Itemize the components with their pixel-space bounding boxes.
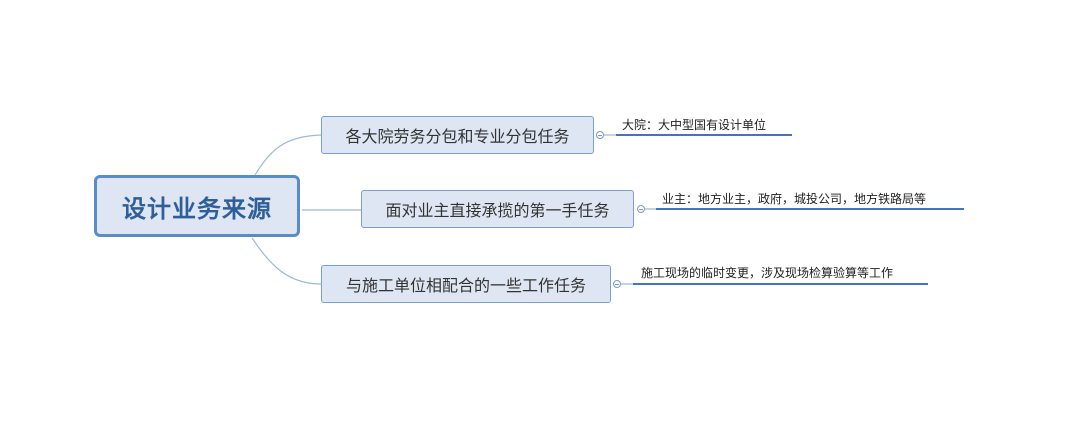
branch-topic-3[interactable]: 与施工单位相配合的一些工作任务 <box>321 265 611 303</box>
connector-root-branch-3 <box>251 237 322 285</box>
leaf-topic-1[interactable]: 大院：大中型国有设计单位 <box>622 118 767 132</box>
branch-topic-1[interactable]: 各大院劳务分包和专业分包任务 <box>321 116 594 154</box>
collapse-toggle-icon[interactable] <box>613 280 621 288</box>
leaf-topic-3[interactable]: 施工现场的临时变更，涉及现场检算验算等工作 <box>641 266 894 280</box>
branch-topic-2[interactable]: 面对业主直接承揽的第一手任务 <box>361 190 634 228</box>
connector-root-branch-1 <box>254 134 322 176</box>
leaf-topic-2[interactable]: 业主：地方业主，政府，城投公司，地方铁路局等 <box>662 192 927 206</box>
collapse-toggle-icon[interactable] <box>637 205 645 213</box>
root-topic[interactable]: 设计业务来源 <box>94 175 300 237</box>
collapse-toggle-icon[interactable] <box>596 131 604 139</box>
